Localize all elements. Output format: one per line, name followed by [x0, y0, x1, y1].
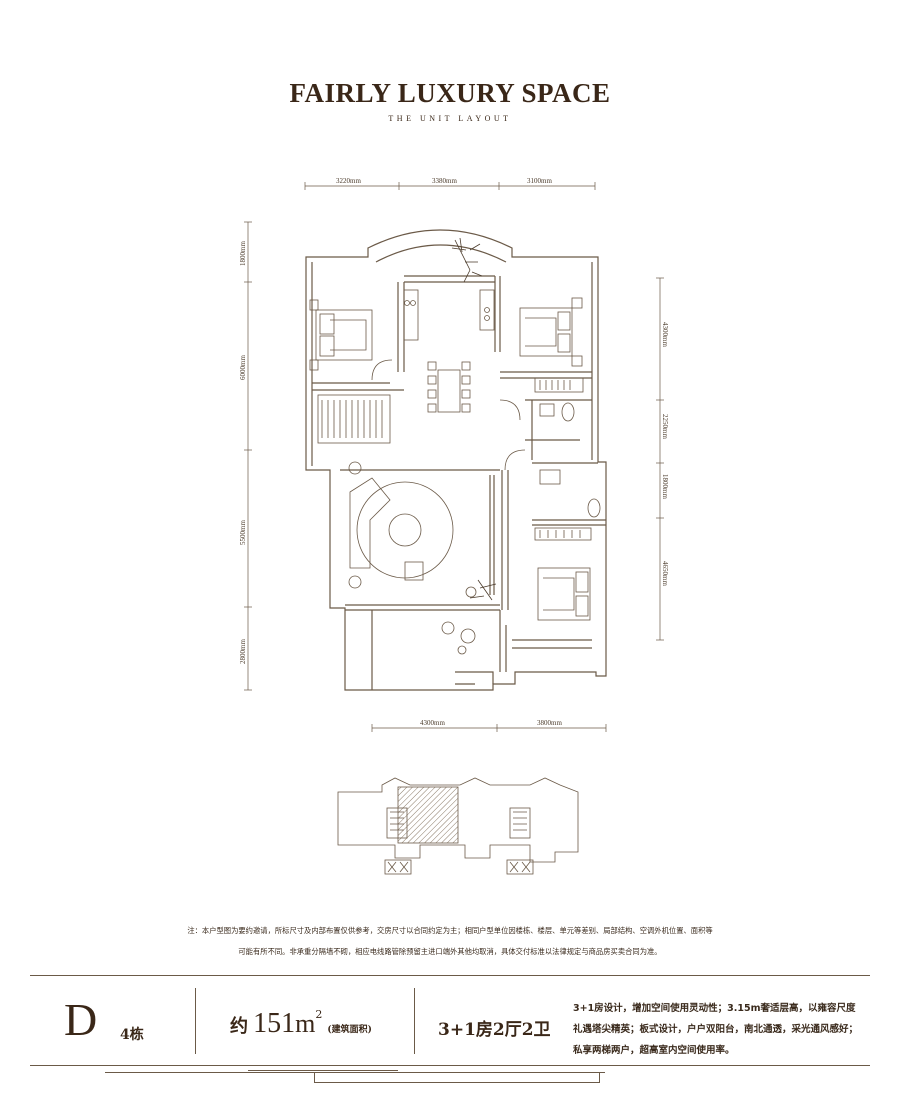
dimension-lines: [244, 182, 664, 732]
page-subtitle: THE UNIT LAYOUT: [388, 114, 512, 123]
area-unit-superscript: 2: [315, 1008, 323, 1021]
building-number: 4栋: [120, 1027, 144, 1043]
info-band-footer-tab-right: [599, 1072, 600, 1082]
dim-top-3: 3100mm: [527, 177, 552, 185]
unit-letter: D: [64, 994, 98, 1045]
dim-right-2: 2250mm: [661, 414, 669, 439]
info-band-bottom-border: [30, 1065, 870, 1066]
info-band-footer-tab-bottom: [314, 1082, 600, 1083]
room-layout: 3+1房2厅2卫: [438, 1020, 551, 1040]
dim-right-3: 1800mm: [661, 474, 669, 499]
dim-right-1: 4300mm: [661, 322, 669, 347]
info-divider-2: [414, 988, 415, 1054]
dim-right-4: 4650mm: [661, 561, 669, 586]
furniture: [309, 289, 601, 655]
dim-bottom-2: 3800mm: [537, 719, 562, 727]
disclaimer-line-2: 可能有所不同。非承重分隔墙不砌，相应电线路管除预留主进口端外其他均取消，具体交付…: [238, 947, 662, 956]
floor-plan: 3220mm 3380mm 3100mm 1800mm 6000mm 5500m…: [239, 177, 669, 875]
plant-icon: [451, 237, 497, 601]
dim-bottom-1: 4300mm: [420, 719, 445, 727]
disclaimer-line-1: 注：本户型图为要约邀请，所标尺寸及内部布置仅供参考，交房尺寸以合同约定为主；相同…: [187, 926, 713, 935]
dim-left-4: 2800mm: [239, 639, 247, 664]
dim-top-2: 3380mm: [432, 177, 457, 185]
dim-left-2: 6000mm: [239, 355, 247, 380]
info-band-footer-line: [105, 1072, 605, 1073]
area-value: 151: [253, 1008, 296, 1039]
area-unit: m: [295, 1009, 316, 1038]
dim-left-1: 1800mm: [239, 241, 247, 266]
info-band-footer-tab-left: [314, 1072, 315, 1082]
page-title: FAIRLY LUXURY SPACE: [289, 78, 611, 108]
dim-left-3: 5500mm: [239, 520, 247, 545]
info-band-top-border: [30, 975, 870, 976]
dim-top-1: 3220mm: [336, 177, 361, 185]
key-plan: [337, 777, 579, 875]
area-prefix: 约: [230, 1016, 248, 1037]
info-divider-1: [195, 988, 196, 1054]
info-band-footer-tab: [248, 1070, 398, 1071]
walls: [305, 229, 607, 691]
area-note: (建筑面积): [327, 1025, 372, 1035]
unit-area: 约 151m2 (建筑面积): [230, 1008, 372, 1040]
unit-description: 3+1房设计，增加空间使用灵动性；3.15m奢适层高，以雍容尺度礼遇塔尖精英；板…: [573, 1003, 859, 1056]
